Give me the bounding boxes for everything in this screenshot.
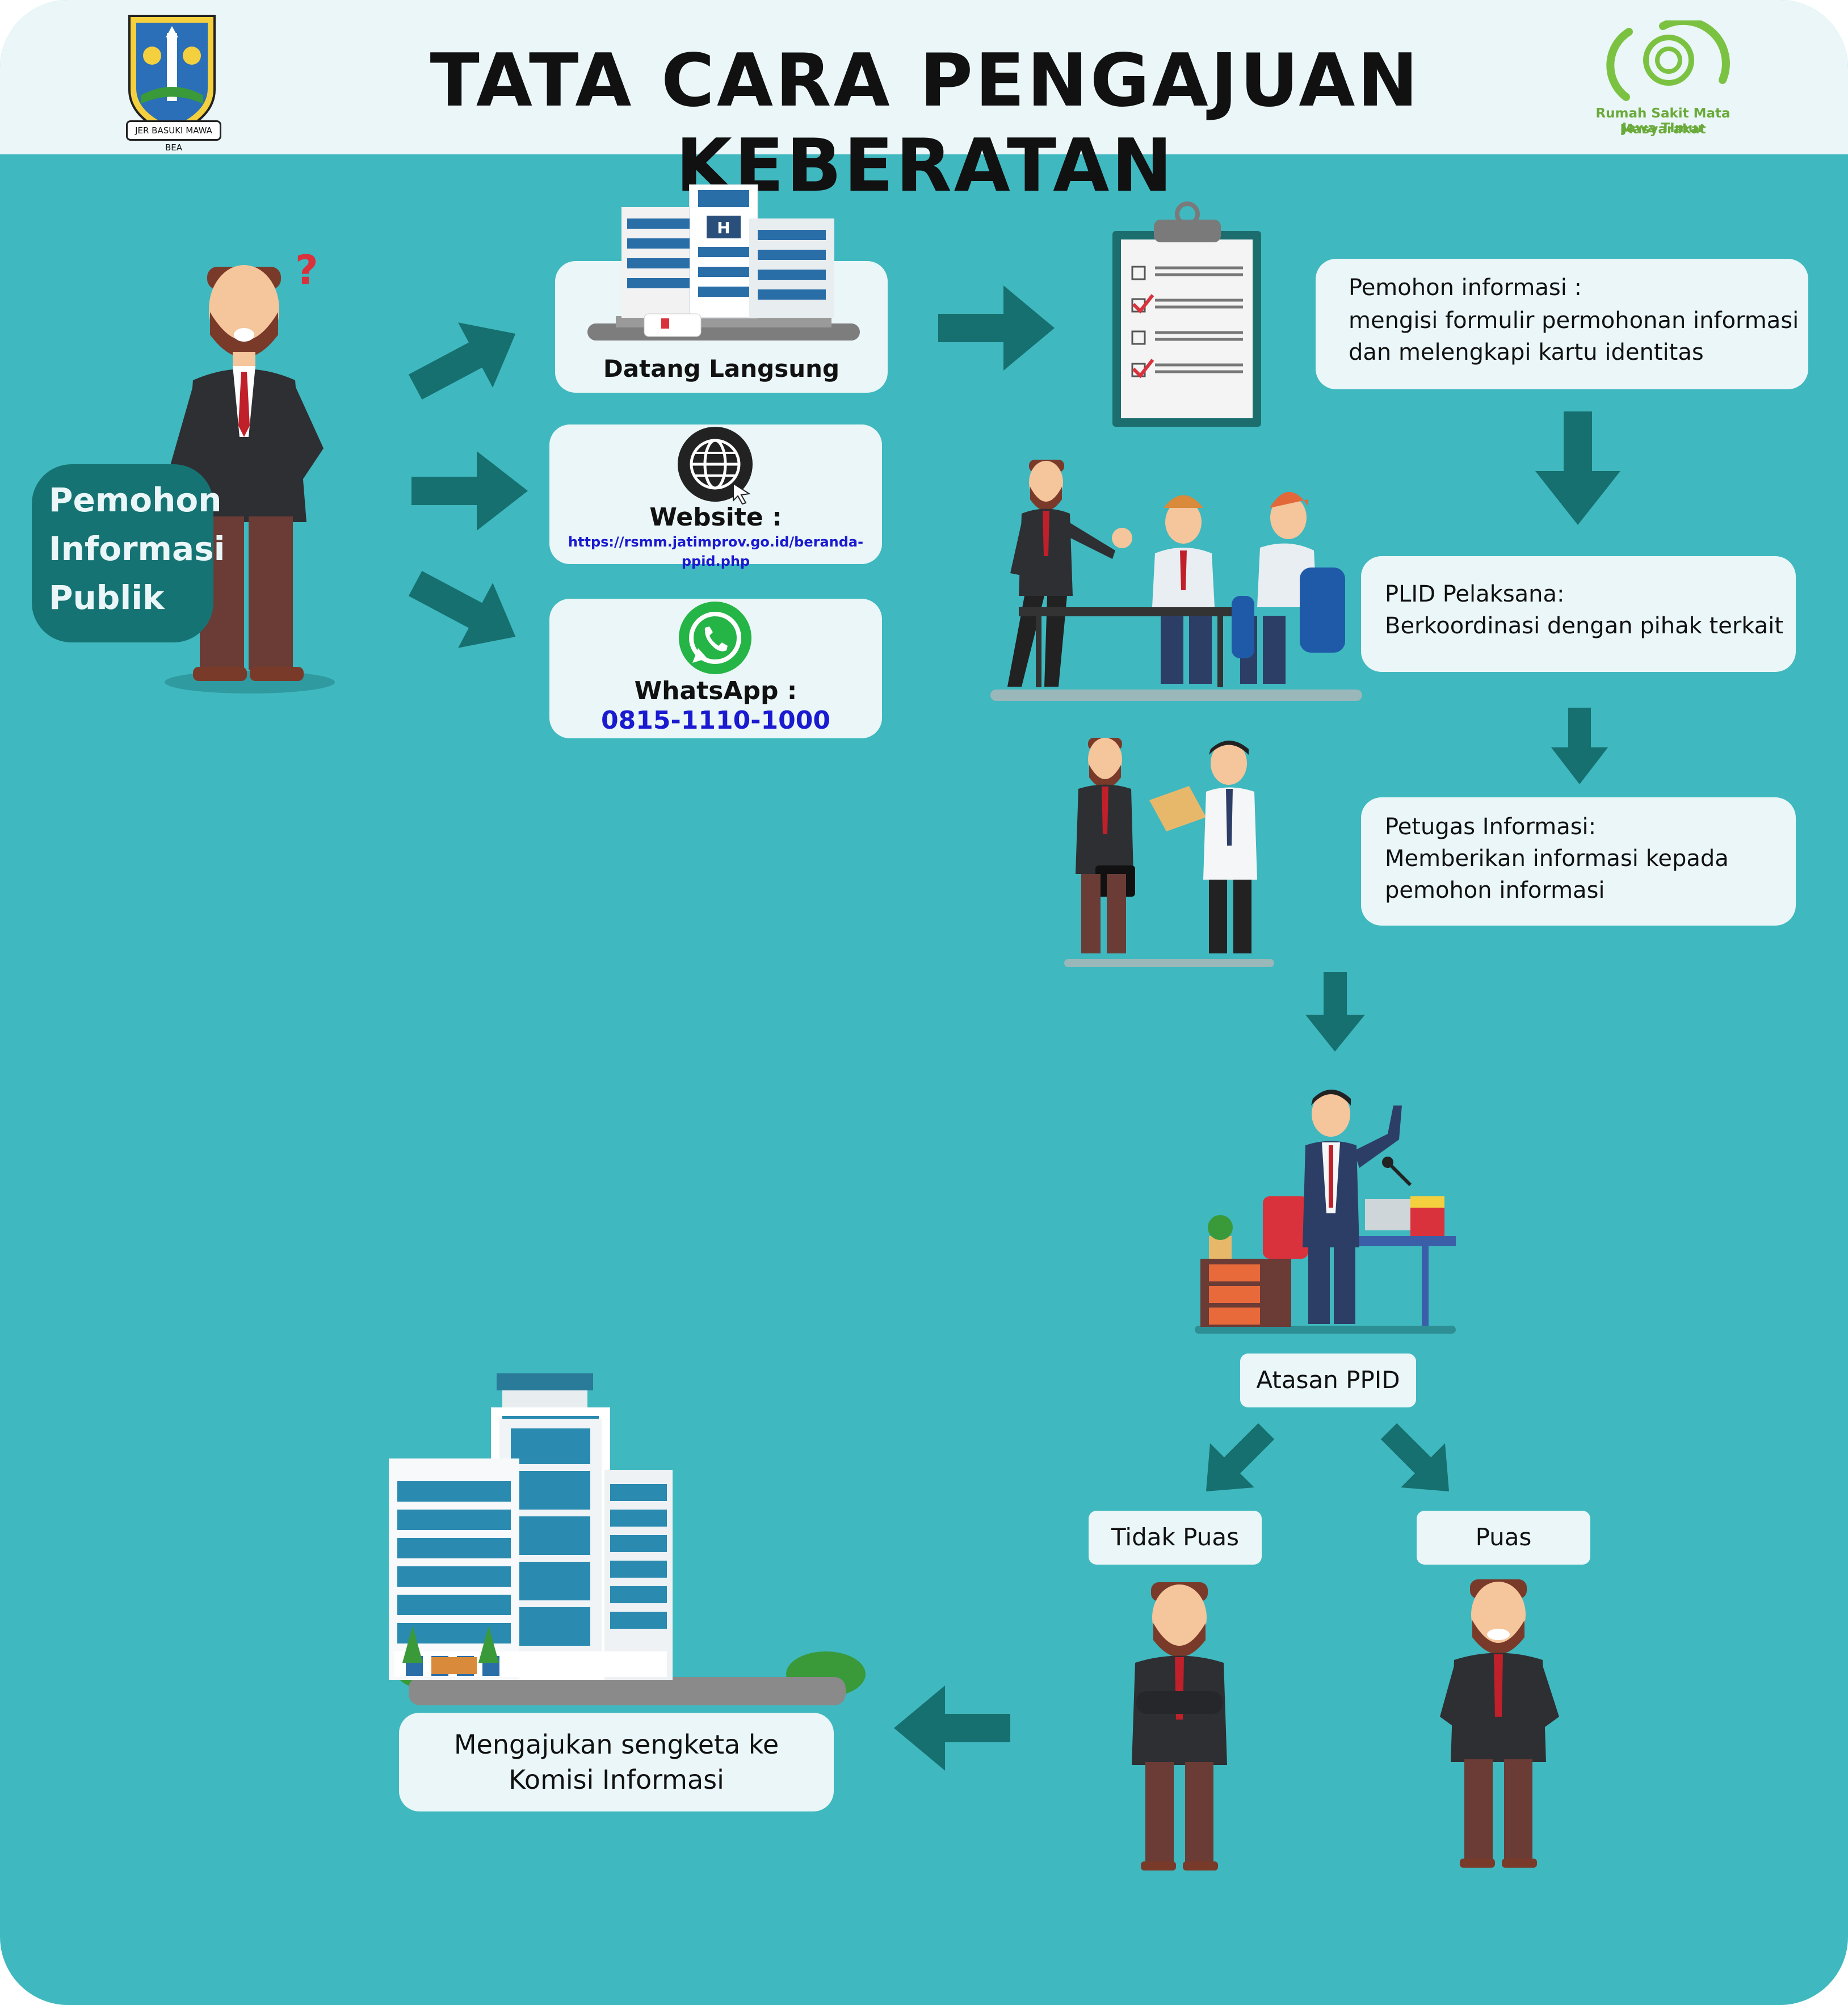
step-petugas-line1: Memberikan informasi kepada <box>1385 846 1729 872</box>
step-petugas-line2: pemohon informasi <box>1385 877 1605 903</box>
komisi-line1: Mengajukan sengketa ke <box>453 1729 779 1760</box>
arrow-to-puas <box>1374 1419 1464 1504</box>
globe-icon <box>677 426 756 505</box>
tidak-puas-label: Tidak Puas <box>1111 1523 1239 1551</box>
page-title: TATA CARA PENGAJUAN KEBERATAN <box>430 39 1421 208</box>
step-plid-title: PLID Pelaksana: <box>1385 581 1565 607</box>
rsmm-eye-logo-icon <box>1595 20 1742 106</box>
meeting-illustration <box>990 454 1362 704</box>
svg-text:?: ? <box>295 250 318 293</box>
hospital-name-line1: Rumah Sakit Mata Masyarakat <box>1595 106 1731 137</box>
svg-text:H: H <box>717 218 730 237</box>
step-petugas-title: Petugas Informasi: <box>1385 814 1597 840</box>
header-bar: JER BASUKI MAWA BEA TATA CARA PENGAJUAN … <box>0 0 1848 208</box>
crest-motto: JER BASUKI MAWA BEA <box>126 120 221 153</box>
requester-person-illustration: ? <box>153 250 341 698</box>
hospital-building-icon: H <box>587 184 860 349</box>
tidak-puas-label-box <box>1089 1511 1262 1565</box>
arrow-to-komisi <box>891 1683 1013 1773</box>
komisi-informasi-card <box>399 1713 834 1811</box>
arrow-down-to-petugas <box>1548 705 1611 787</box>
atasan-ppid-label-box <box>1240 1354 1416 1407</box>
arrow-to-form <box>935 283 1057 373</box>
arrow-to-website <box>409 448 534 533</box>
website-label: Website : <box>649 503 782 532</box>
satisfied-person-illustration <box>1437 1575 1562 1873</box>
whatsapp-label: WhatsApp : <box>634 676 797 705</box>
arrow-down-to-atasan <box>1303 969 1368 1054</box>
arrow-to-tidak-puas <box>1191 1419 1282 1504</box>
atasan-ppid-label: Atasan PPID <box>1256 1366 1400 1394</box>
office-building-icon <box>377 1373 877 1714</box>
requester-label-line1: Pemohon <box>49 481 222 519</box>
requester-label-box: Pemohon Informasi Publik <box>32 464 225 642</box>
step-pemohon-card <box>1316 259 1808 389</box>
step-plid-line1: Berkoordinasi dengan pihak terkait <box>1385 613 1784 639</box>
requester-label-line2: Informasi <box>49 529 225 568</box>
puas-label-box <box>1417 1511 1590 1565</box>
datang-langsung-label: Datang Langsung <box>603 355 840 382</box>
step-pemohon-line2: dan melengkapi kartu identitas <box>1349 339 1704 365</box>
step-petugas-card <box>1361 797 1796 926</box>
komisi-line2: Komisi Informasi <box>509 1764 724 1795</box>
information-handover-illustration <box>1064 732 1274 970</box>
requester-label-line3: Publik <box>49 578 165 617</box>
website-url-link[interactable]: https://rsmm.jatimprov.go.id/beranda-ppi… <box>568 534 864 569</box>
step-plid-card <box>1361 556 1796 672</box>
unsatisfied-person-illustration <box>1124 1578 1237 1873</box>
arrow-down-to-plid <box>1532 409 1623 528</box>
arrow-to-whatsapp <box>403 565 528 655</box>
puas-label: Puas <box>1475 1523 1532 1551</box>
jawa-timur-crest-icon <box>124 10 220 142</box>
whatsapp-number[interactable]: 0815-1110-1000 <box>601 706 830 735</box>
step-pemohon-title: Pemohon informasi : <box>1349 275 1582 301</box>
whatsapp-icon <box>675 600 755 680</box>
office-desk-illustration <box>1195 1083 1456 1335</box>
step-pemohon-line1: mengisi formulir permohonan informasi <box>1349 308 1799 334</box>
arrow-to-datang <box>403 315 528 406</box>
clipboard-form-icon <box>1110 200 1266 430</box>
hospital-name-line2: Jawa TImur <box>1622 121 1704 136</box>
